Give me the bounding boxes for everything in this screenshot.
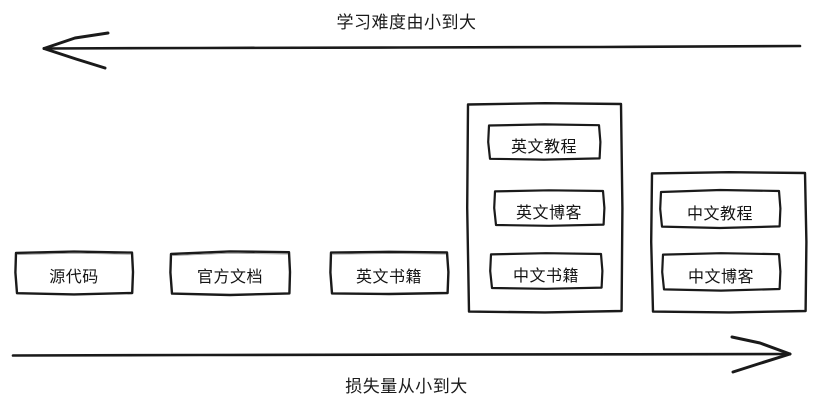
node-box-chinese-tutorial[interactable] <box>659 188 782 230</box>
node-box-official-docs[interactable] <box>169 250 292 297</box>
loss-axis-arrow <box>11 335 792 374</box>
node-box-chinese-blog[interactable] <box>661 252 782 292</box>
bottom-axis-label: 损失量从小到大 <box>345 377 468 397</box>
top-axis-label: 学习难度由小到大 <box>336 13 477 33</box>
difficulty-axis-arrow <box>42 31 802 70</box>
node-box-english-books[interactable] <box>329 250 450 296</box>
node-box-english-blog[interactable] <box>493 189 606 227</box>
node-box-chinese-books[interactable] <box>489 252 604 290</box>
node-box-english-tutorial[interactable] <box>487 123 602 161</box>
node-box-source-code[interactable] <box>14 250 135 296</box>
